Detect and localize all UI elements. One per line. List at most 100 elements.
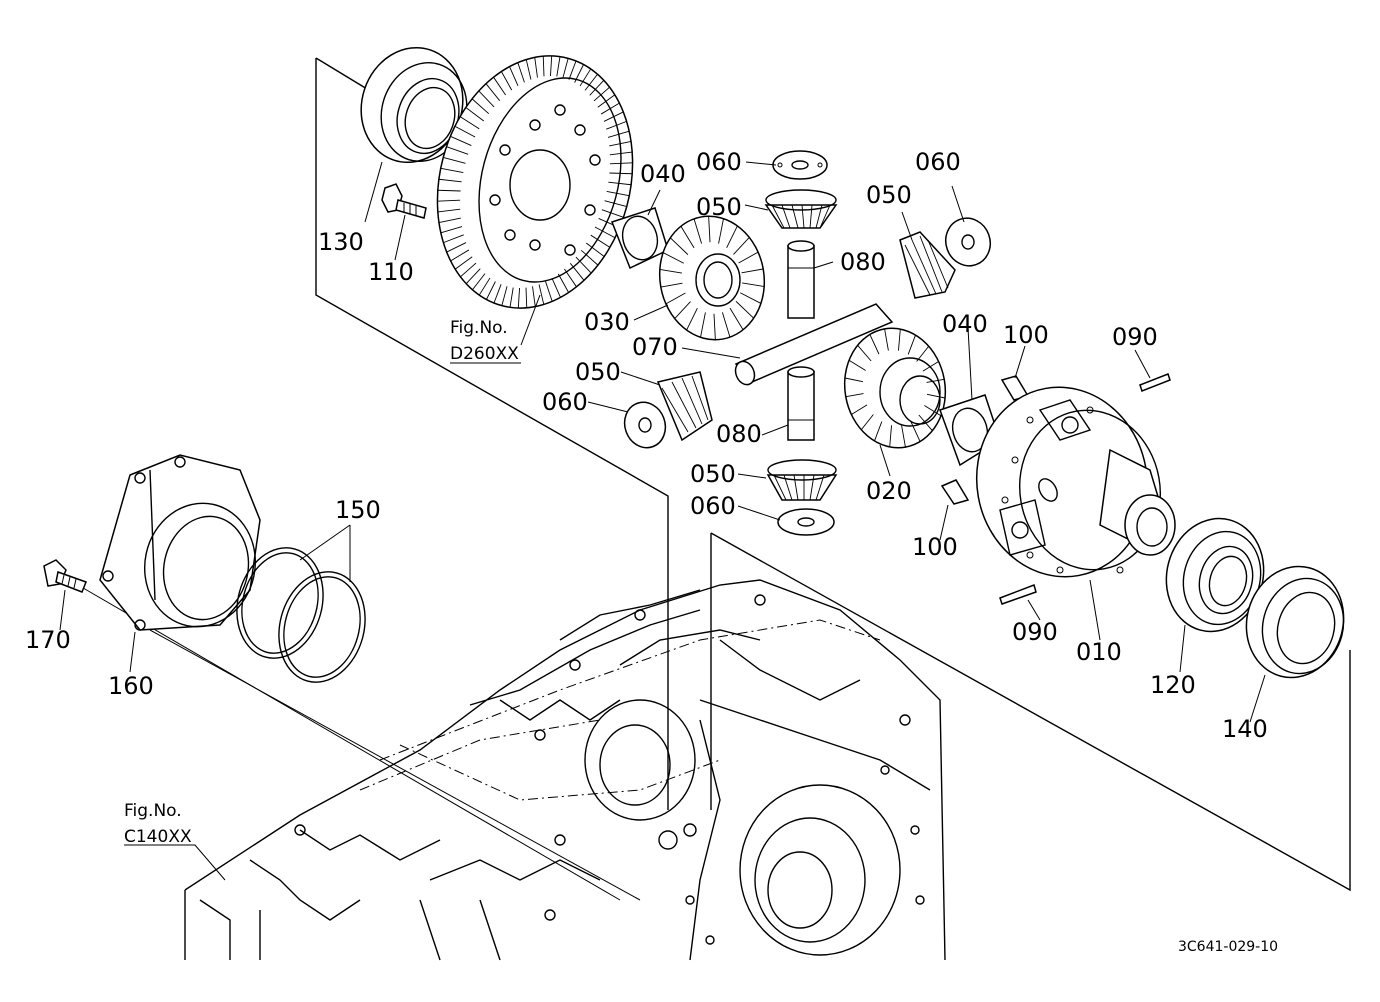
gear-tooth <box>907 334 916 355</box>
gear-tooth <box>726 225 738 248</box>
o-ring-150-a <box>236 547 324 659</box>
gear-tooth <box>597 94 616 108</box>
gear-tooth <box>603 111 624 122</box>
label-130: 130 <box>318 228 364 256</box>
gear-tooth <box>910 421 921 442</box>
gear-tooth <box>471 98 490 115</box>
ring-gear <box>436 55 634 309</box>
gear-tooth <box>478 277 491 296</box>
bearing-holder-160 <box>99 454 261 631</box>
figure-reference-code: D260XX <box>450 344 519 364</box>
gear-tooth <box>606 191 630 197</box>
gear-tooth <box>659 269 682 274</box>
gear-tooth <box>741 268 764 274</box>
gear-tooth <box>459 116 480 130</box>
gear-tooth <box>574 64 584 83</box>
leader-lines <box>59 161 1266 881</box>
part-labels: 130 110 040 060 050 060 050 080 030 070 … <box>25 148 1268 743</box>
gear-tooth <box>501 286 508 306</box>
pinion-gear-050-top <box>764 189 838 229</box>
gear-tooth <box>517 287 520 309</box>
gear-tooth <box>860 414 874 431</box>
label-060-right: 060 <box>915 148 961 176</box>
pinion-shaft-080-bottom <box>787 366 815 441</box>
bearing-120 <box>1165 517 1265 633</box>
gear-tooth <box>680 225 695 249</box>
gear-tooth <box>589 80 605 96</box>
pin-100-bottom <box>940 479 970 505</box>
label-050-left: 050 <box>575 358 621 386</box>
gear-tooth <box>857 345 872 362</box>
gear-tooth <box>590 234 611 248</box>
gear-tooth <box>926 393 946 399</box>
gear-tooth <box>556 56 561 77</box>
label-060-top: 060 <box>696 148 742 176</box>
side-gear-030 <box>658 215 766 341</box>
gear-tooth <box>485 83 501 101</box>
bolt-110 <box>381 183 427 219</box>
gear-tooth <box>472 273 486 291</box>
gear-tooth <box>454 256 473 270</box>
label-050-bottom: 050 <box>690 460 736 488</box>
gear-tooth <box>606 120 627 130</box>
gear-tooth <box>562 58 569 78</box>
gear-tooth <box>918 414 933 431</box>
gear-tooth <box>450 249 470 262</box>
gear-tooth <box>740 292 762 304</box>
gear-tooth <box>713 313 716 340</box>
gear-tooth <box>478 90 495 108</box>
gear-tooth <box>609 172 633 175</box>
projection-lines <box>77 57 1351 901</box>
label-060-left: 060 <box>542 388 588 416</box>
gear-tooth <box>718 218 724 244</box>
gear-tooth <box>569 263 585 281</box>
label-030: 030 <box>584 308 630 336</box>
gear-tooth <box>594 226 616 239</box>
gear-tooth <box>542 56 545 77</box>
gear-tooth <box>568 60 577 80</box>
gear-tooth <box>884 328 889 351</box>
long-shaft-070 <box>734 303 894 386</box>
label-160: 160 <box>108 672 154 700</box>
bearing-130 <box>360 46 468 164</box>
label-060-bottom: 060 <box>690 492 736 520</box>
gear-tooth <box>538 284 545 305</box>
thrust-washer-060-bottom <box>777 508 835 536</box>
gear-tooth <box>465 107 485 122</box>
gear-tooth <box>585 242 605 257</box>
label-050-top: 050 <box>696 193 742 221</box>
gear-tooth <box>924 405 942 417</box>
gear-tooth <box>604 200 627 208</box>
gear-tooth <box>851 404 868 415</box>
gear-tooth <box>525 59 532 80</box>
gear-tooth <box>916 345 930 362</box>
bolt-170 <box>43 559 87 593</box>
gear-tooth <box>742 282 765 287</box>
gear-tooth <box>501 71 513 91</box>
gear-tooth <box>493 76 506 96</box>
label-100-bottom: 100 <box>912 533 958 561</box>
gear-tooth <box>443 156 466 164</box>
gear-tooth <box>674 301 691 319</box>
gear-tooth <box>437 189 461 192</box>
gear-tooth <box>486 281 496 300</box>
gear-tooth <box>593 86 610 102</box>
gear-tooth <box>735 301 754 319</box>
gear-tooth <box>889 425 892 447</box>
gear-tooth <box>534 57 538 78</box>
label-050-right: 050 <box>866 181 912 209</box>
gear-tooth <box>460 262 477 278</box>
gear-tooth <box>844 377 864 383</box>
gear-tooth <box>525 287 528 308</box>
gear-tooth <box>738 251 759 264</box>
gear-tooth <box>575 256 592 274</box>
gear-tooth <box>532 286 536 307</box>
gear-tooth <box>440 167 464 173</box>
gear-tooth <box>517 62 525 83</box>
figure-reference-code: C140XX <box>124 827 192 847</box>
gear-tooth <box>557 273 569 293</box>
gear-tooth <box>898 329 901 351</box>
transmission-case <box>184 579 946 961</box>
gear-tooth <box>493 284 502 304</box>
